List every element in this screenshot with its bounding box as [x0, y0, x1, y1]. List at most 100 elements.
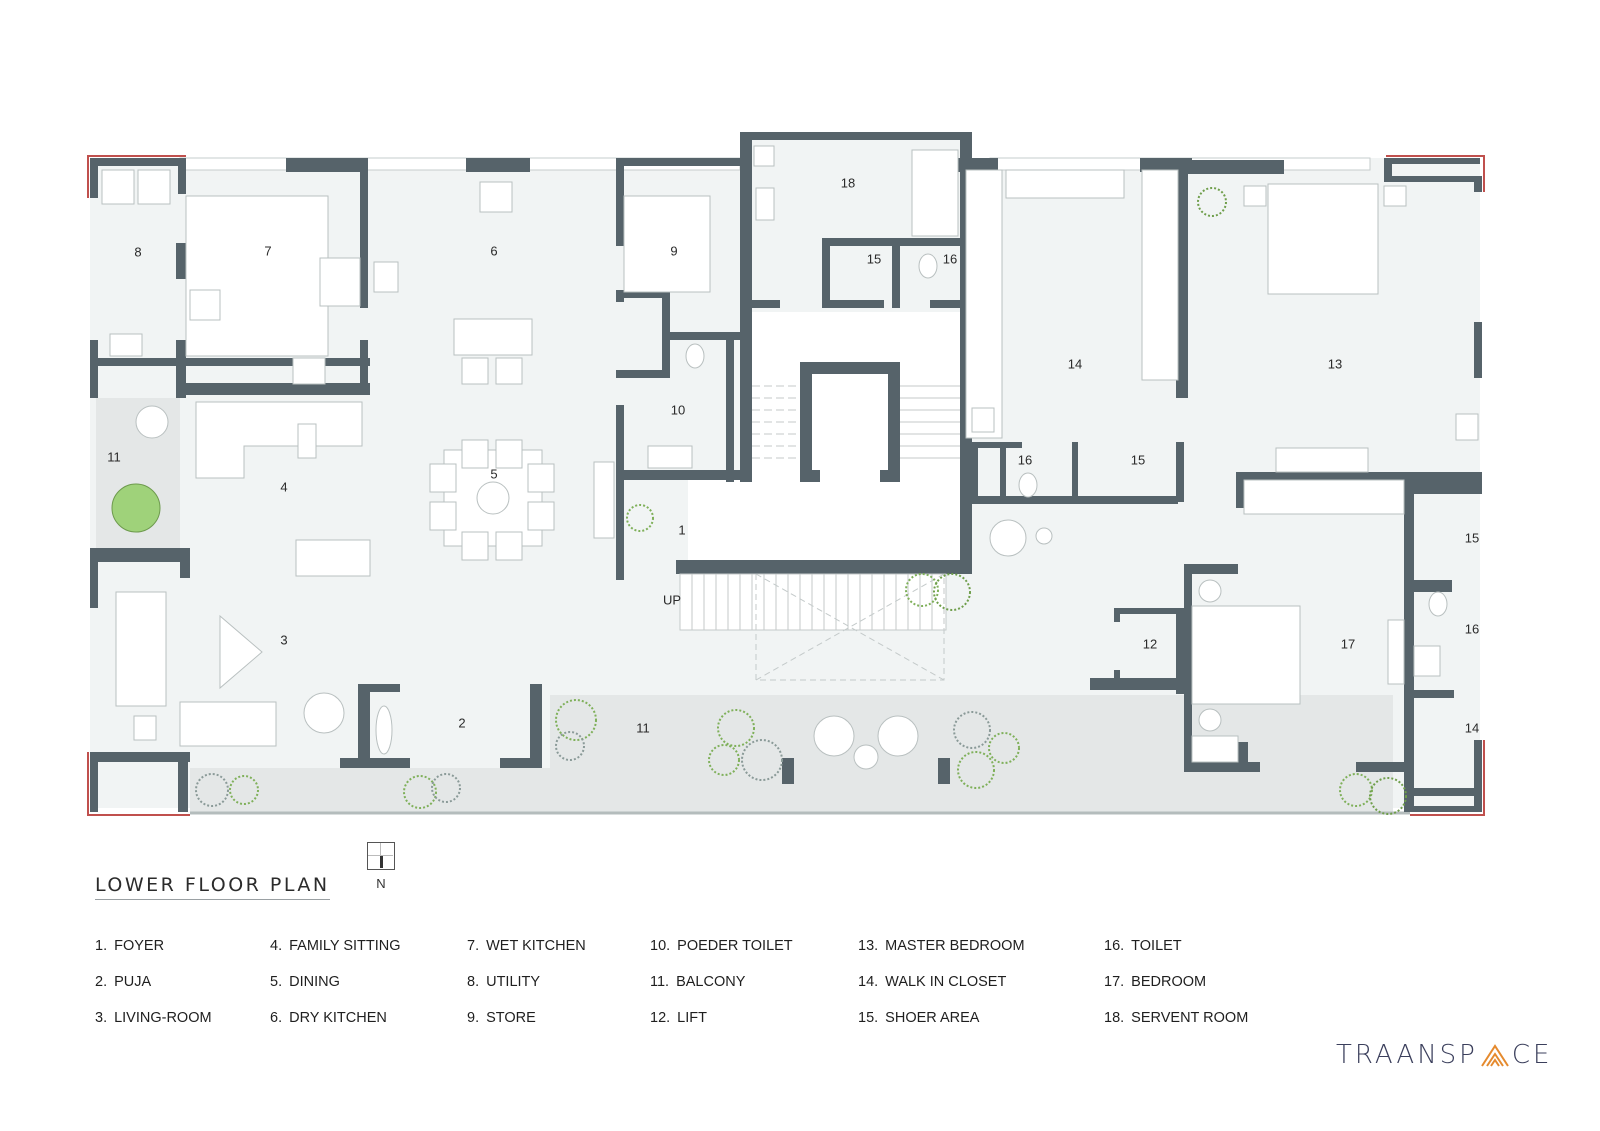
lobby-chair	[989, 519, 1027, 557]
dry-kitchen-sink	[373, 261, 399, 293]
utility-sink	[109, 333, 143, 357]
balcony-table	[853, 744, 879, 770]
plant	[431, 773, 461, 803]
l-sofa	[195, 401, 363, 479]
nightstand-1	[1243, 185, 1267, 207]
master-bed	[1267, 183, 1379, 295]
kitchen-island	[453, 318, 533, 356]
plant	[1339, 773, 1373, 807]
legend-column: 10.POEDER TOILET 11.BALCONY 12.LIFT	[650, 938, 793, 1046]
balcony-south-strip	[190, 768, 560, 813]
plant	[988, 732, 1020, 764]
balcony-posts	[782, 758, 950, 784]
room-label: 14	[1465, 720, 1479, 735]
room-labels: 8 7 6 9 18 15 16 14 13 10 11 4 5 16 15 1…	[107, 175, 1479, 735]
nightstand-17a	[1198, 579, 1222, 603]
plant	[957, 751, 995, 789]
legend-item: 5.DINING	[270, 974, 340, 990]
legend-item: 18.SERVENT ROOM	[1104, 1010, 1249, 1026]
balcony-chair-2	[877, 715, 919, 757]
servant-stove	[755, 187, 775, 221]
tv-17	[1387, 619, 1405, 685]
plant	[1197, 187, 1227, 217]
room-label: 13	[1328, 356, 1342, 371]
lobby-table	[1035, 527, 1053, 545]
room-label: 2	[458, 715, 465, 730]
fridge	[319, 257, 361, 307]
room-label: 15	[867, 251, 881, 266]
plant	[905, 573, 939, 607]
legend-item: 4.FAMILY SITTING	[270, 938, 401, 954]
north-label: N	[376, 876, 386, 891]
wet-kitchen-stove	[189, 289, 221, 321]
dining-centerpiece	[476, 481, 510, 515]
roof-chevron-icon	[1480, 1044, 1509, 1067]
sofa-west	[115, 591, 167, 707]
furniture	[101, 145, 1479, 770]
plant	[953, 711, 991, 749]
legend-column: 7.WET KITCHEN 8.UTILITY 9.STORE	[467, 938, 586, 1046]
legend-column: 13.MASTER BEDROOM 14.WALK IN CLOSET 15.S…	[858, 938, 1025, 1046]
stool-2	[495, 357, 523, 385]
wet-kitchen-sink	[292, 357, 326, 385]
tv-unit	[295, 539, 371, 577]
stool-1	[461, 357, 489, 385]
room-label: 8	[134, 244, 141, 259]
room-label: 9	[670, 243, 677, 258]
legend-item: 17.BEDROOM	[1104, 974, 1207, 990]
room-label: 14	[1068, 356, 1082, 371]
legend-column: 16.TOILET 17.BEDROOM 18.SERVENT ROOM	[1104, 938, 1248, 1046]
tree-west-balcony	[111, 483, 161, 533]
plant	[933, 573, 971, 611]
plant	[1369, 777, 1407, 815]
nightstand-2	[1383, 185, 1407, 207]
puja-rug	[375, 705, 393, 755]
room-label: 15	[1131, 452, 1145, 467]
legend-item: 9.STORE	[467, 1010, 536, 1026]
room-label: 5	[490, 466, 497, 481]
nightstand-17b	[1198, 708, 1222, 732]
wc-toilet-16	[1018, 472, 1038, 498]
wc-servant	[918, 253, 938, 279]
washer	[101, 169, 135, 205]
room-label: 18	[841, 175, 855, 190]
plant	[741, 739, 783, 781]
wardrobe-17	[1243, 479, 1405, 515]
master-desk	[1455, 413, 1479, 441]
console	[593, 461, 615, 539]
plant	[555, 699, 597, 741]
stair-up-label: UP	[663, 592, 681, 607]
coffee-table	[219, 614, 263, 690]
servant-bed	[911, 149, 959, 237]
room-label: 11	[636, 720, 650, 735]
side-table	[297, 423, 317, 459]
brand-suffix: CE	[1511, 1040, 1553, 1070]
closet-basin	[971, 407, 995, 433]
room-legend: 1.FOYER 2.PUJA 3.LIVING-ROOM 4.FAMILY SI…	[0, 938, 1600, 1038]
room-label: 17	[1341, 636, 1355, 651]
closet-vanity	[1005, 169, 1125, 199]
room-label: 15	[1465, 530, 1479, 545]
plan-title: LOWER FLOOR PLAN	[95, 874, 330, 900]
plant	[555, 731, 585, 761]
brand-logo: TRAANSP CE	[1336, 1040, 1552, 1070]
room-label: 3	[280, 632, 287, 647]
servant-sink	[753, 145, 775, 167]
side-table-living	[133, 715, 157, 741]
armchair-living	[303, 692, 345, 734]
room-label: 10	[671, 402, 685, 417]
powder-basin	[647, 445, 693, 469]
room-label: 4	[280, 479, 287, 494]
cooktop	[479, 181, 513, 213]
slab-edges	[87, 155, 1485, 816]
wc-toilet-16c	[1428, 591, 1448, 617]
legend-item: 8.UTILITY	[467, 974, 541, 990]
plant	[708, 744, 740, 776]
store-shelf	[623, 195, 711, 293]
legend-item: 7.WET KITCHEN	[467, 938, 586, 954]
north-arrow: N	[367, 842, 395, 891]
plants	[111, 187, 1407, 815]
wardrobe-west	[965, 169, 1003, 439]
legend-item: 1.FOYER	[95, 938, 165, 954]
